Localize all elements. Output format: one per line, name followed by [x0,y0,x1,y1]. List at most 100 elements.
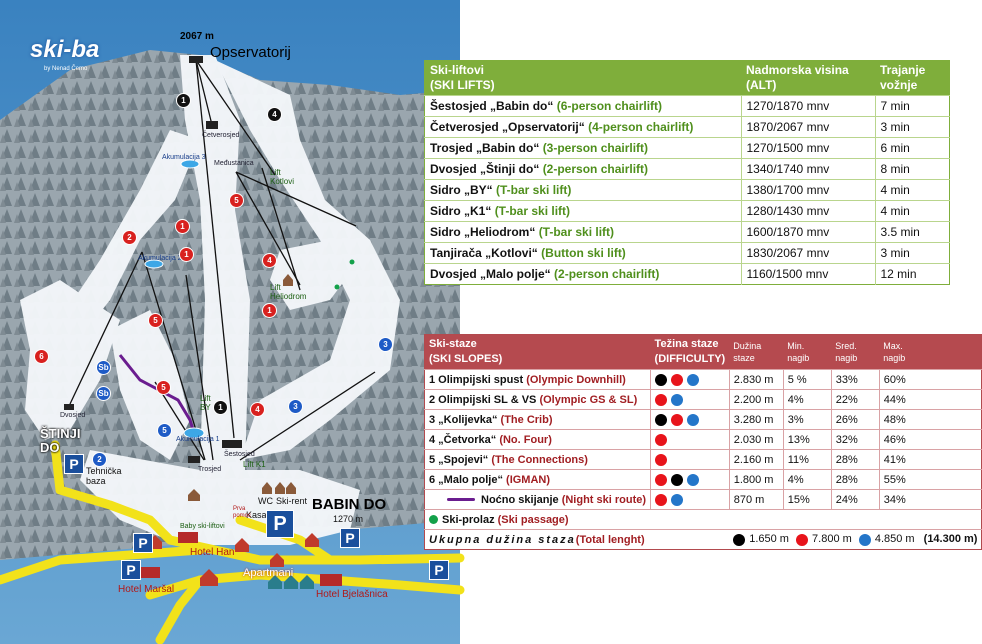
slope-avg-grade: 22% [831,389,880,410]
night-route-name: Noćno skijanje (Night ski route) [424,489,652,510]
night-route-avg: 24% [831,489,880,510]
slope-number-1: 1 [262,303,277,318]
parking-icon: P [429,560,449,580]
lift-altitude: 1270/1870 mnv [741,95,876,117]
difficulty-blue-icon [687,413,700,426]
difficulty-red-icon [655,453,668,466]
slope-name: 1 Olimpijski spust (Olympic Downhill) [424,369,652,390]
slope-length: 2.200 m [729,389,784,410]
slope-number-4: 4 [262,253,277,268]
slope-max-grade: 41% [879,449,982,470]
lifts-header-row: Ski-liftovi(SKI LIFTS) Nadmorska visina(… [424,60,950,96]
slope-number-1: 1 [179,247,194,262]
akumulacija1-label: Akumulacija 1 [176,436,220,443]
difficulty-blue-icon [858,533,871,546]
lift-row: Šestosjed „Babin do“ (6-person chairlift… [424,95,950,117]
slope-number-1: 1 [176,93,191,108]
slopes-header-avg: Sred.nagib [831,334,880,370]
slope-max-grade: 44% [879,389,982,410]
lift-name: Sidro „K1“ (T-bar ski lift) [424,200,742,222]
slope-min-grade: 4% [783,469,832,490]
hotel-marsal-label: Hotel Maršal [118,584,175,595]
lift-duration: 6 min [875,137,950,159]
slopes-header-difficulty: Težina staze(DIFFICULTY) [650,334,730,370]
slope-max-grade: 60% [879,369,982,390]
slope-number-2: 2 [122,230,137,245]
summit-altitude: 2067 m [180,31,214,42]
slopes-header-name: Ski-staze(SKI SLOPES) [424,334,651,370]
lift-row: Sidro „BY“ (T-bar ski lift)1380/1700 mnv… [424,179,950,201]
slope-number-5: 5 [148,313,163,328]
slope-max-grade: 55% [879,469,982,490]
lift-duration: 3 min [875,242,950,264]
lift-row: Trosjed „Babin do“ (3-person chairlift)1… [424,137,950,159]
difficulty-red-icon [671,413,684,426]
total-length-label: Ukupna dužina staza(Total lenght) [424,529,730,550]
slope-number-3: 3 [378,337,393,352]
babin-do-label: BABIN DO [312,496,387,513]
lift-name: Šestosjed „Babin do“ (6-person chairlift… [424,95,742,117]
ski-rent-label: Ski-rent [276,496,308,506]
lift-row: Sidro „K1“ (T-bar ski lift)1280/1430 mnv… [424,200,950,222]
lift-row: Dvosjed „Malo polje“ (2-person chairlift… [424,263,950,285]
lift-altitude: 1270/1500 mnv [741,137,876,159]
slopes-header-min: Min.nagib [783,334,832,370]
difficulty-black-icon [671,473,684,486]
lift-duration: 12 min [875,263,950,285]
lift-name: Sidro „Heliodrom“ (T-bar ski lift) [424,221,742,243]
ski-passage-icon [429,515,438,525]
logo: ski-ba [30,36,100,63]
night-route-max: 34% [879,489,982,510]
slope-number-3: 3 [288,399,303,414]
slope-min-grade: 5 % [783,369,832,390]
difficulty-red-icon [796,533,809,546]
slope-number-5: 5 [157,423,172,438]
lift-altitude: 1830/2067 mnv [741,242,876,264]
lift-duration: 8 min [875,158,950,180]
total-length-values: 1.650 m 7.800 m 4.850 m (14.300 m) [729,529,982,550]
slope-number-1: 1 [175,219,190,234]
slope-number-1: 1 [213,400,228,415]
ski-passage-legend: Ski-prolaz (Ski passage) [424,509,982,530]
parking-icon: P [340,528,360,548]
lift-duration: 4 min [875,179,950,201]
trosjed-label: Trosjed [198,466,222,473]
map-illustration [0,0,465,644]
stinji-do-label: ŠTINJI DO [40,426,81,455]
slopes-header-row: Ski-staze(SKI SLOPES) Težina staze(DIFFI… [424,334,982,370]
slope-difficulty [650,449,730,470]
lift-duration: 4 min [875,200,950,222]
parking-icon: P [266,510,294,538]
slope-number-6: 6 [34,349,49,364]
night-route-min: 15% [783,489,832,510]
slope-number-2: 2 [92,452,107,467]
lift-name: Dvosjed „Štinji do“ (2-person chairlift) [424,158,742,180]
kasa-label: Kasa [246,510,267,520]
slope-number-3: 4 [267,107,282,122]
lift-row: Tanjirača „Kotlovi“ (Button ski lift)183… [424,242,950,264]
slope-min-grade: 13% [783,429,832,450]
lifts-header-name: Ski-liftovi(SKI LIFTS) [424,60,741,96]
ski-slopes-table: Ski-staze(SKI SLOPES) Težina staze(DIFFI… [424,334,982,550]
slope-min-grade: 4% [783,389,832,410]
slope-length: 2.160 m [729,449,784,470]
slope-number-4: 5 [229,193,244,208]
lift-name: Tanjirača „Kotlovi“ (Button ski lift) [424,242,742,264]
lift-name: Četverosjed „Opservatorij“ (4-person cha… [424,116,742,138]
lift-row: Sidro „Heliodrom“ (T-bar ski lift)1600/1… [424,221,950,243]
slope-name: 2 Olimpijski SL & VS (Olympic GS & SL) [424,389,652,410]
lift-row: Četverosjed „Opservatorij“ (4-person cha… [424,116,950,138]
difficulty-blue-icon [687,473,700,486]
slope-avg-grade: 33% [831,369,880,390]
difficulty-black-icon [655,413,668,426]
slope-avg-grade: 28% [831,469,880,490]
difficulty-red-icon [655,433,668,446]
ski-resort-map: ski-ba by Nenad Čemo 2067 m Opservatorij… [0,0,465,644]
tehnicka-baza-label: Tehnička baza [86,466,122,486]
lift-heliodrom-label: Lift Heliodrom [270,283,307,301]
parking-icon: P [133,533,153,553]
logo-subtitle: by Nenad Čemo [44,66,88,72]
hotel-han-label: Hotel Han [190,547,235,558]
